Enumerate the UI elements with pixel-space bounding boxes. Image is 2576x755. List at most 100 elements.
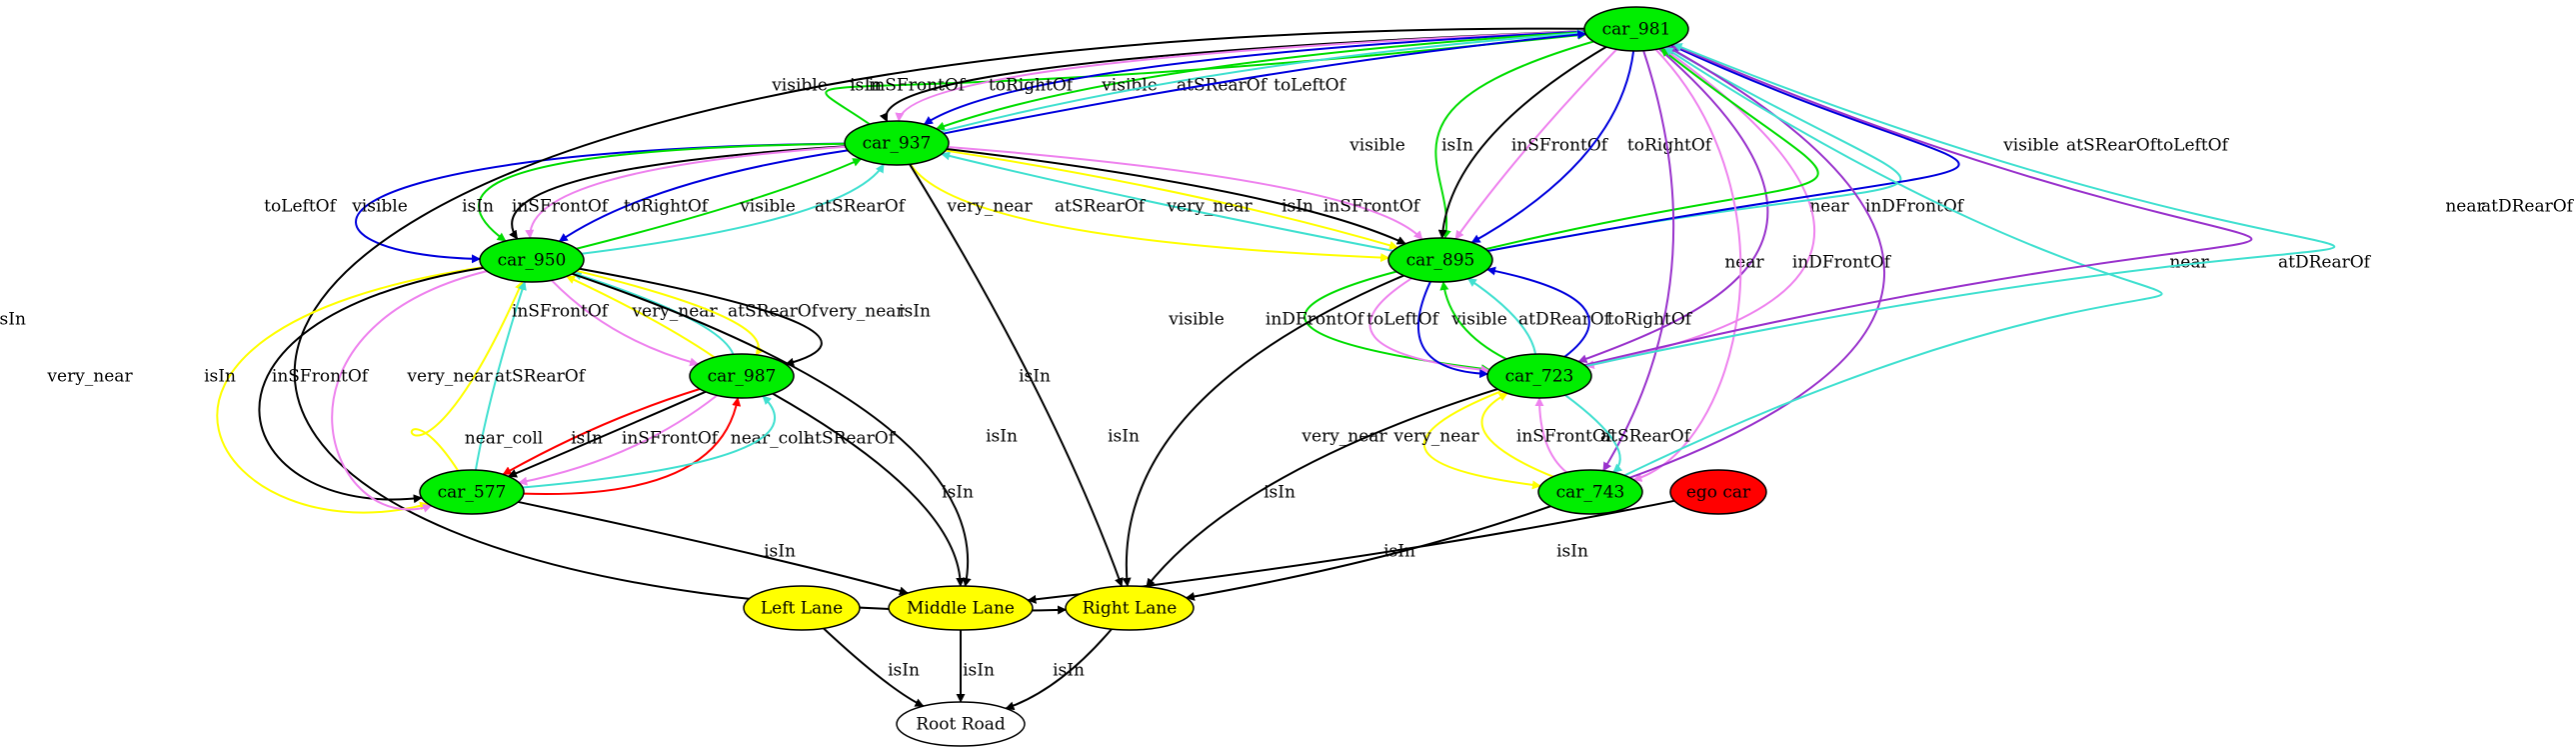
edge-label: very_near xyxy=(818,302,905,322)
edge-car_723-to-car_981-near xyxy=(1583,43,2253,367)
node-ego-car: ego car xyxy=(1669,469,1767,515)
edge-car_950-to-middle_lane-isIn xyxy=(572,272,972,587)
edge-car_987-to-car_577-isIn xyxy=(507,390,707,478)
edge-car_743-to-right_lane-isIn xyxy=(1185,505,1551,601)
node-middle-lane: Middle Lane xyxy=(888,585,1034,631)
node-car-577: car_577 xyxy=(419,469,525,515)
edge-car_895-to-car_723-toLeftOf xyxy=(1416,281,1489,379)
edge-label: toRightOf xyxy=(1607,310,1693,330)
edge-car_723-to-car_895-atDRearOf xyxy=(1466,277,1537,355)
edge-label: isIn xyxy=(899,302,931,322)
edge-label: toRightOf xyxy=(989,76,1075,96)
node-label: Middle Lane xyxy=(907,599,1015,619)
node-layer: car_981 car_937 car_950 car_895 car_987 car_7… xyxy=(419,6,1767,747)
edge-label: visible xyxy=(771,76,828,96)
edge-car_723-to-car_743-atSRearOf xyxy=(1564,394,1623,474)
edge-car_950-to-car_577-inSFrontOf xyxy=(331,270,488,513)
edge-label: toRightOf xyxy=(1627,136,1713,156)
edge-label: inDFrontOf xyxy=(1266,310,1365,330)
edge-car_937-to-car_950-toRightOf xyxy=(558,149,849,243)
edge-car_981-to-car_723-near xyxy=(1577,48,1769,364)
edge-label: atSRearOf xyxy=(1055,197,1147,217)
edge-car_987-to-car_950-very_near xyxy=(566,275,716,359)
edge-car_950-to-car_987-inSFrontOf xyxy=(551,279,700,367)
edge-label: atDRearOf xyxy=(2481,197,2575,217)
edge-label: atSRearOf xyxy=(2066,136,2158,156)
edge-car_937-to-car_981-atSRearOf xyxy=(941,28,1586,133)
node-label: car_577 xyxy=(438,483,507,503)
edge-car_950-to-car_577-very_near xyxy=(216,266,484,514)
edge-label: visible xyxy=(2002,136,2059,156)
edge-car_723-to-right_lane-isIn xyxy=(1146,388,1498,588)
node-car-987: car_987 xyxy=(689,353,795,399)
edge-label: inSFrontOf xyxy=(869,76,967,96)
edge-car_981-to-right_lane-isIn xyxy=(293,27,1585,615)
edge-label: very_near xyxy=(1166,197,1253,217)
edge-label: near_coll xyxy=(465,429,543,449)
edge-car_577-to-middle_lane-isIn xyxy=(518,500,909,596)
edge-label: isIn xyxy=(963,661,995,681)
edge-car_981-to-car_723-inDFrontOf xyxy=(1584,47,1816,369)
edge-car_950-to-car_987-very_near xyxy=(576,269,765,356)
edge-label: very_near xyxy=(1300,427,1387,447)
edge-label: atDRearOf xyxy=(2278,253,2372,273)
edge-car_577-to-car_950-atSRearOf xyxy=(474,280,527,471)
node-ellipse xyxy=(419,469,525,515)
edge-car_981-to-car_937-toRightOf xyxy=(923,30,1585,126)
edge-label: very_near xyxy=(1392,427,1479,447)
node-ellipse xyxy=(1669,469,1767,515)
edge-car_577-to-car_987-atSRearOf xyxy=(522,395,776,489)
edge-car_937-to-car_950-isIn xyxy=(509,145,846,240)
node-root-road: Root Road xyxy=(896,701,1026,747)
edge-car_723-to-car_981-atDRearOf xyxy=(1585,43,2336,368)
edge-car_895-to-car_723-inDFrontOf xyxy=(1368,277,1490,375)
edge-label: isIn xyxy=(1282,197,1313,217)
edge-label: isIn xyxy=(1053,661,1085,681)
edge-car_987-to-car_577-inSFrontOf xyxy=(518,394,718,486)
edge-car_895-to-car_981-toLeftOf xyxy=(1487,44,1960,253)
edge-car_981-to-car_937-inSFrontOf xyxy=(895,30,1585,122)
edge-label: atSRearOf xyxy=(1600,427,1692,447)
edge-car_895-to-car_981-visible xyxy=(1485,47,1819,251)
edge-label: isIn xyxy=(1383,542,1415,562)
edge-car_981-to-car_743-inDFrontOf xyxy=(1632,48,1742,482)
node-label: car_950 xyxy=(498,251,567,271)
edge-label: inSFrontOf xyxy=(272,367,370,387)
edge-label: atSRearOf xyxy=(815,197,907,217)
edge-label: inSFrontOf xyxy=(1516,427,1614,447)
node-label: car_987 xyxy=(708,367,777,387)
edge-label: inSFrontOf xyxy=(1511,136,1609,156)
node-ellipse xyxy=(896,701,1026,747)
edge-label: visible xyxy=(739,197,796,217)
edge-car_743-to-car_981-atDRearOf xyxy=(1623,46,2163,477)
node-label: car_743 xyxy=(1556,483,1625,503)
edge-label: atSRearOf xyxy=(1177,76,1269,96)
node-ellipse xyxy=(1486,353,1592,399)
edge-label: isIn xyxy=(1264,483,1295,503)
edge-car_937-to-car_895-very_near xyxy=(909,163,1390,263)
edge-car_723-to-car_895-visible xyxy=(1439,281,1507,360)
edge-car_981-to-car_895-isIn xyxy=(1437,46,1607,239)
edge-label: inDFrontOf xyxy=(1865,197,1965,217)
node-label: Right Lane xyxy=(1083,599,1178,619)
node-label: Root Road xyxy=(916,715,1006,735)
edge-right_lane-to-root_road-isIn xyxy=(1005,628,1113,711)
node-car-981: car_981 xyxy=(1583,6,1689,52)
edge-label: toLeftOf xyxy=(1274,76,1346,96)
edge-label: inSFrontOf xyxy=(1323,197,1421,217)
node-right-lane: Right Lane xyxy=(1065,585,1195,631)
edge-label: isIn xyxy=(1556,542,1588,562)
edge-label: inSFrontOf xyxy=(622,429,720,449)
edge-label: isIn xyxy=(764,542,796,562)
edge-label: inDFrontOf xyxy=(1792,253,1892,273)
edge-label: isIn xyxy=(1441,136,1473,156)
edge-label: near xyxy=(2445,197,2485,217)
node-car-937: car_937 xyxy=(844,120,950,166)
edge-label: near xyxy=(1809,197,1849,217)
edge-car_937-to-car_981-toLeftOf xyxy=(943,30,1587,135)
node-ellipse xyxy=(689,353,795,399)
node-ellipse xyxy=(1537,469,1643,515)
node-car-895: car_895 xyxy=(1387,237,1493,283)
edge-car_743-to-car_723-inSFrontOf xyxy=(1534,397,1567,474)
edge-label: very_near xyxy=(46,367,133,387)
